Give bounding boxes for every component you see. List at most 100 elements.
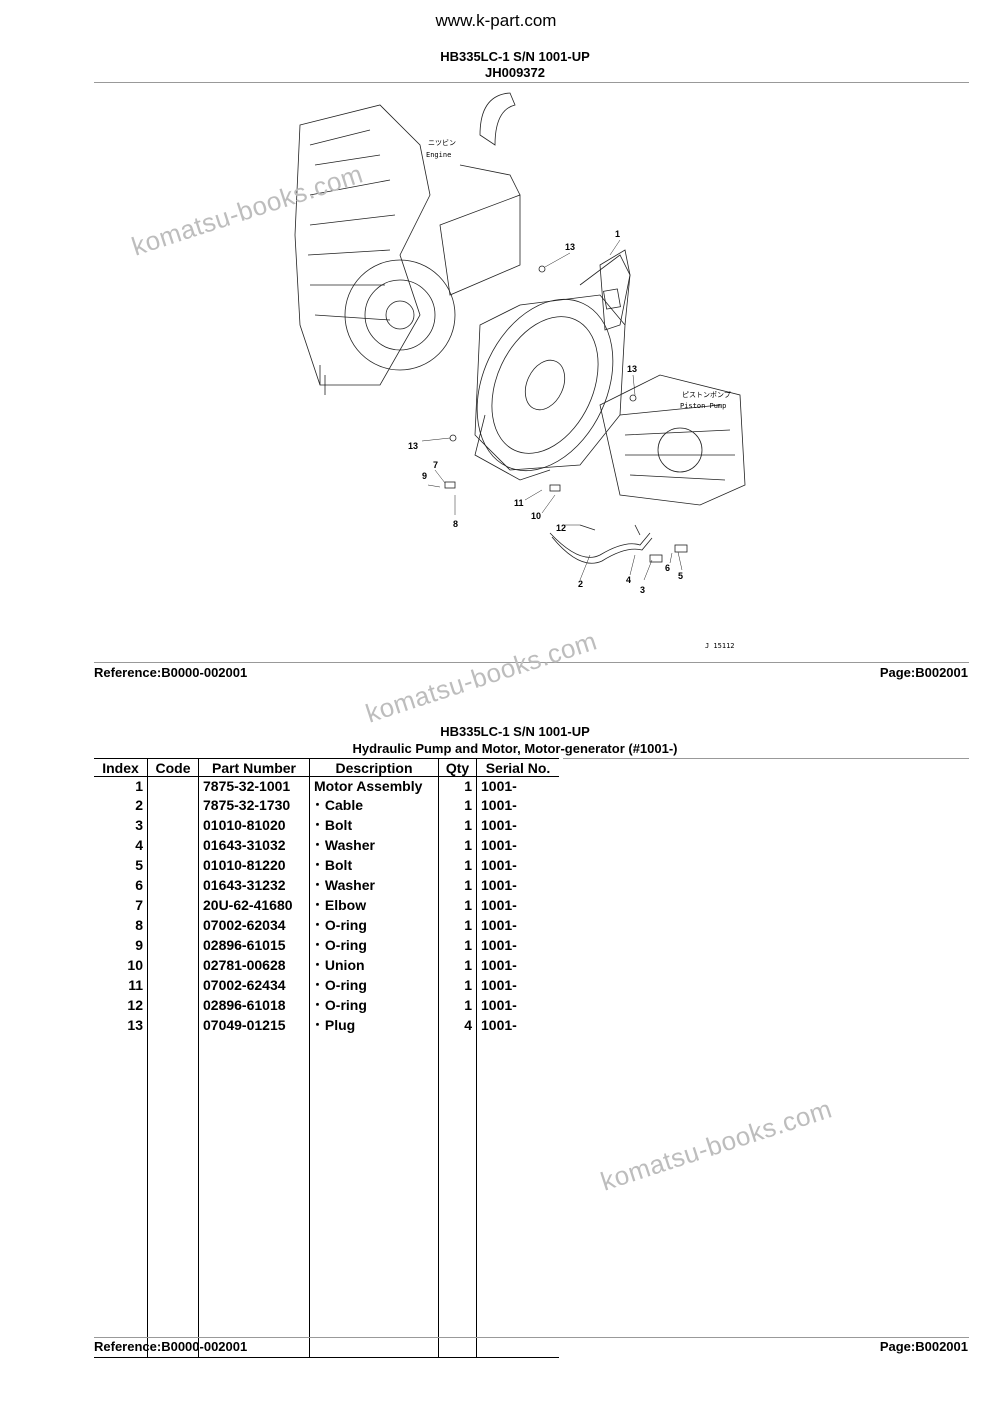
cell-sn: 1001-	[476, 895, 559, 916]
column-header-index: Index	[94, 758, 148, 777]
motor-housing-drawing	[474, 254, 631, 481]
cell-code	[147, 1015, 199, 1036]
cell-index: 11	[128, 977, 143, 994]
cell-sn: 1001-	[476, 835, 559, 856]
footer-rule	[94, 662, 969, 663]
cell-pn: 01010-81020	[198, 815, 310, 836]
cell-code	[147, 955, 199, 976]
cell-index: 3	[135, 817, 143, 834]
callout-label: 4	[626, 575, 631, 585]
cell-code	[147, 975, 199, 996]
cell-sn: 1001-	[476, 995, 559, 1016]
cell-pn: 01010-81220	[198, 855, 310, 876]
parts-table: Index Code Part Number Description Qty S…	[94, 758, 559, 1359]
leader-lines	[421, 239, 683, 581]
engine-label: Engine	[426, 151, 451, 159]
cell-sn: 1001-	[476, 935, 559, 956]
cell-desc: ･ O-ring	[309, 975, 439, 996]
reference-label: Reference:B0000-002001	[94, 1339, 248, 1354]
cell-index: 6	[135, 877, 143, 894]
cell-sn: 1001-	[476, 776, 559, 796]
cell-pn: 01643-31232	[198, 875, 310, 896]
watermark: komatsu-books.com	[597, 1093, 836, 1197]
cell-sn: 1001-	[476, 795, 559, 816]
empty-cell	[198, 1035, 310, 1359]
cell-sn: 1001-	[476, 955, 559, 976]
cell-index: 7	[135, 897, 143, 914]
engine-jp-label: ニツビン	[428, 138, 456, 147]
pipe-drawing	[444, 265, 688, 564]
header-rule	[94, 82, 969, 83]
callout-label: 8	[453, 519, 458, 529]
cell-sn: 1001-	[476, 815, 559, 836]
header-extension-rule	[563, 758, 969, 759]
cell-sn: 1001-	[476, 855, 559, 876]
callout-label: 2	[578, 579, 583, 589]
empty-cell	[309, 1035, 439, 1359]
piston-pump-drawing	[599, 374, 746, 506]
column-header-serial: Serial No.	[476, 758, 559, 777]
cell-sn: 1001-	[476, 915, 559, 936]
callout-label: 11	[514, 498, 524, 508]
column-header-qty: Qty	[438, 758, 477, 777]
callout-label: 1	[615, 229, 620, 239]
column-header-description: Description	[309, 758, 439, 777]
figure-code-title: JH009372	[485, 65, 545, 80]
cell-desc: ･ Union	[309, 955, 439, 976]
page-label: Page:B002001	[879, 665, 968, 680]
cell-index: 4	[135, 837, 143, 854]
table-header-row: Index Code Part Number Description Qty S…	[94, 758, 559, 777]
site-url[interactable]: www.k-part.com	[435, 11, 557, 30]
callout-label: 7	[433, 460, 438, 470]
callout-label: 9	[422, 471, 427, 481]
cell-pn: 01643-31032	[198, 835, 310, 856]
cell-qty: 1	[438, 855, 477, 876]
cell-qty: 1	[438, 835, 477, 856]
cell-qty: 1	[438, 815, 477, 836]
cell-qty: 1	[438, 955, 477, 976]
cell-qty: 4	[438, 1015, 477, 1036]
figure-code: J 15112	[705, 642, 735, 650]
cell-code	[147, 776, 199, 796]
cell-code	[147, 995, 199, 1016]
cell-index: 8	[135, 917, 143, 934]
empty-cell	[476, 1035, 559, 1359]
cell-code	[147, 795, 199, 816]
cell-desc: ･ O-ring	[309, 935, 439, 956]
callout-label: 12	[556, 523, 566, 533]
page-label: Page:B002001	[879, 1339, 968, 1354]
cell-qty: 1	[438, 795, 477, 816]
callout-label: 5	[678, 571, 683, 581]
column-header-code: Code	[147, 758, 199, 777]
motor-cover-drawing	[599, 249, 631, 331]
cell-index: 12	[127, 997, 143, 1014]
cell-pn: 7875-32-1730	[198, 795, 310, 816]
cell-pn: 02781-00628	[198, 955, 310, 976]
cell-sn: 1001-	[476, 975, 559, 996]
cell-pn: 7875-32-1001	[198, 776, 310, 796]
table-title: Hydraulic Pump and Motor, Motor-generato…	[352, 741, 678, 756]
cell-desc: ･ Elbow	[309, 895, 439, 916]
cell-sn: 1001-	[476, 1015, 559, 1036]
cell-index: 2	[135, 797, 143, 814]
empty-cell	[147, 1035, 199, 1359]
bottom-rule	[94, 1337, 969, 1338]
cell-desc: ･ Cable	[309, 795, 439, 816]
callout-label: 13	[408, 441, 418, 451]
piston-pump-label: Piston Pump	[680, 402, 726, 410]
empty-cell	[94, 1035, 148, 1359]
cell-pn: 07002-62434	[198, 975, 310, 996]
reference-label: Reference:B0000-002001	[94, 665, 248, 680]
cell-qty: 1	[438, 895, 477, 916]
cell-index: 1	[135, 778, 143, 795]
cell-desc: ･ Bolt	[309, 815, 439, 836]
